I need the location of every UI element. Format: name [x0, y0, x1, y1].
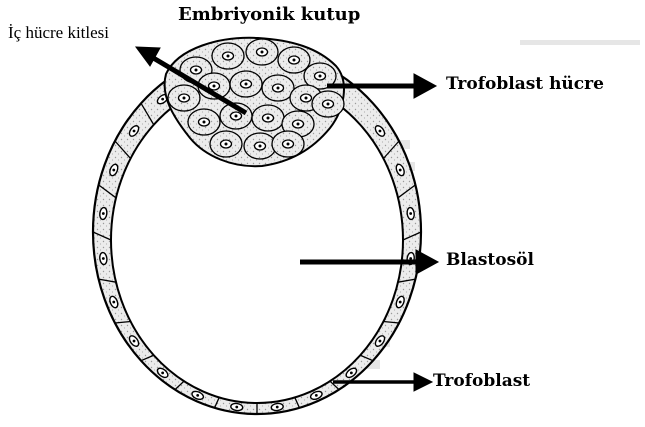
trophoblast-nucleolus: [161, 371, 164, 374]
icm-cell: [230, 71, 262, 97]
trophoblast-nucleolus: [196, 394, 199, 397]
trophoblast-nucleolus: [102, 257, 105, 260]
trophoblast-nucleolus: [399, 301, 402, 304]
trophoblast-nucleolus: [350, 371, 353, 374]
trophoblast-nucleolus: [102, 212, 105, 215]
trophoblast-nucleolus: [276, 406, 279, 409]
arrow-blastocoel-head: [416, 250, 438, 274]
icm-cell: [262, 75, 294, 101]
trophoblast-nucleolus: [112, 169, 115, 172]
arrow-trophoblast-cell-head: [414, 74, 436, 98]
label-inner-cell-mass: İç hücre kitlesi: [8, 24, 109, 41]
icm-cell: [188, 109, 220, 135]
icm-cell: [244, 133, 276, 159]
trophoblast-nucleolus: [379, 340, 382, 343]
trophoblast-nucleolus: [133, 340, 136, 343]
label-trophoblast-cell: Trofoblast hücre: [446, 76, 604, 93]
icm-cell: [272, 131, 304, 157]
trophoblast-nucleolus: [409, 212, 412, 215]
trophoblast-nucleolus: [379, 130, 382, 133]
trophoblast-nucleolus: [409, 257, 412, 260]
icm-cell: [246, 39, 278, 65]
trophoblast-nucleolus: [112, 301, 115, 304]
label-blastocoel: Blastosöl: [446, 252, 534, 269]
trophoblast-nucleolus: [315, 394, 318, 397]
icm-cell: [312, 91, 344, 117]
trophoblast-nucleolus: [161, 98, 164, 101]
icm-cell: [168, 85, 200, 111]
icm-cell: [252, 105, 284, 131]
arrow-inner-cell-mass-head: [136, 47, 160, 66]
trophoblast-nucleolus: [399, 169, 402, 172]
icm-cell: [212, 43, 244, 69]
label-trophoblast: Trofoblast: [433, 373, 530, 390]
trophoblast-nucleolus: [235, 406, 238, 409]
label-embryonic-pole: Embriyonik kutup: [178, 6, 360, 24]
icm-cell: [210, 131, 242, 157]
icm-cell: [278, 47, 310, 73]
trophoblast-nucleolus: [133, 130, 136, 133]
arrow-trophoblast-head: [414, 373, 432, 391]
